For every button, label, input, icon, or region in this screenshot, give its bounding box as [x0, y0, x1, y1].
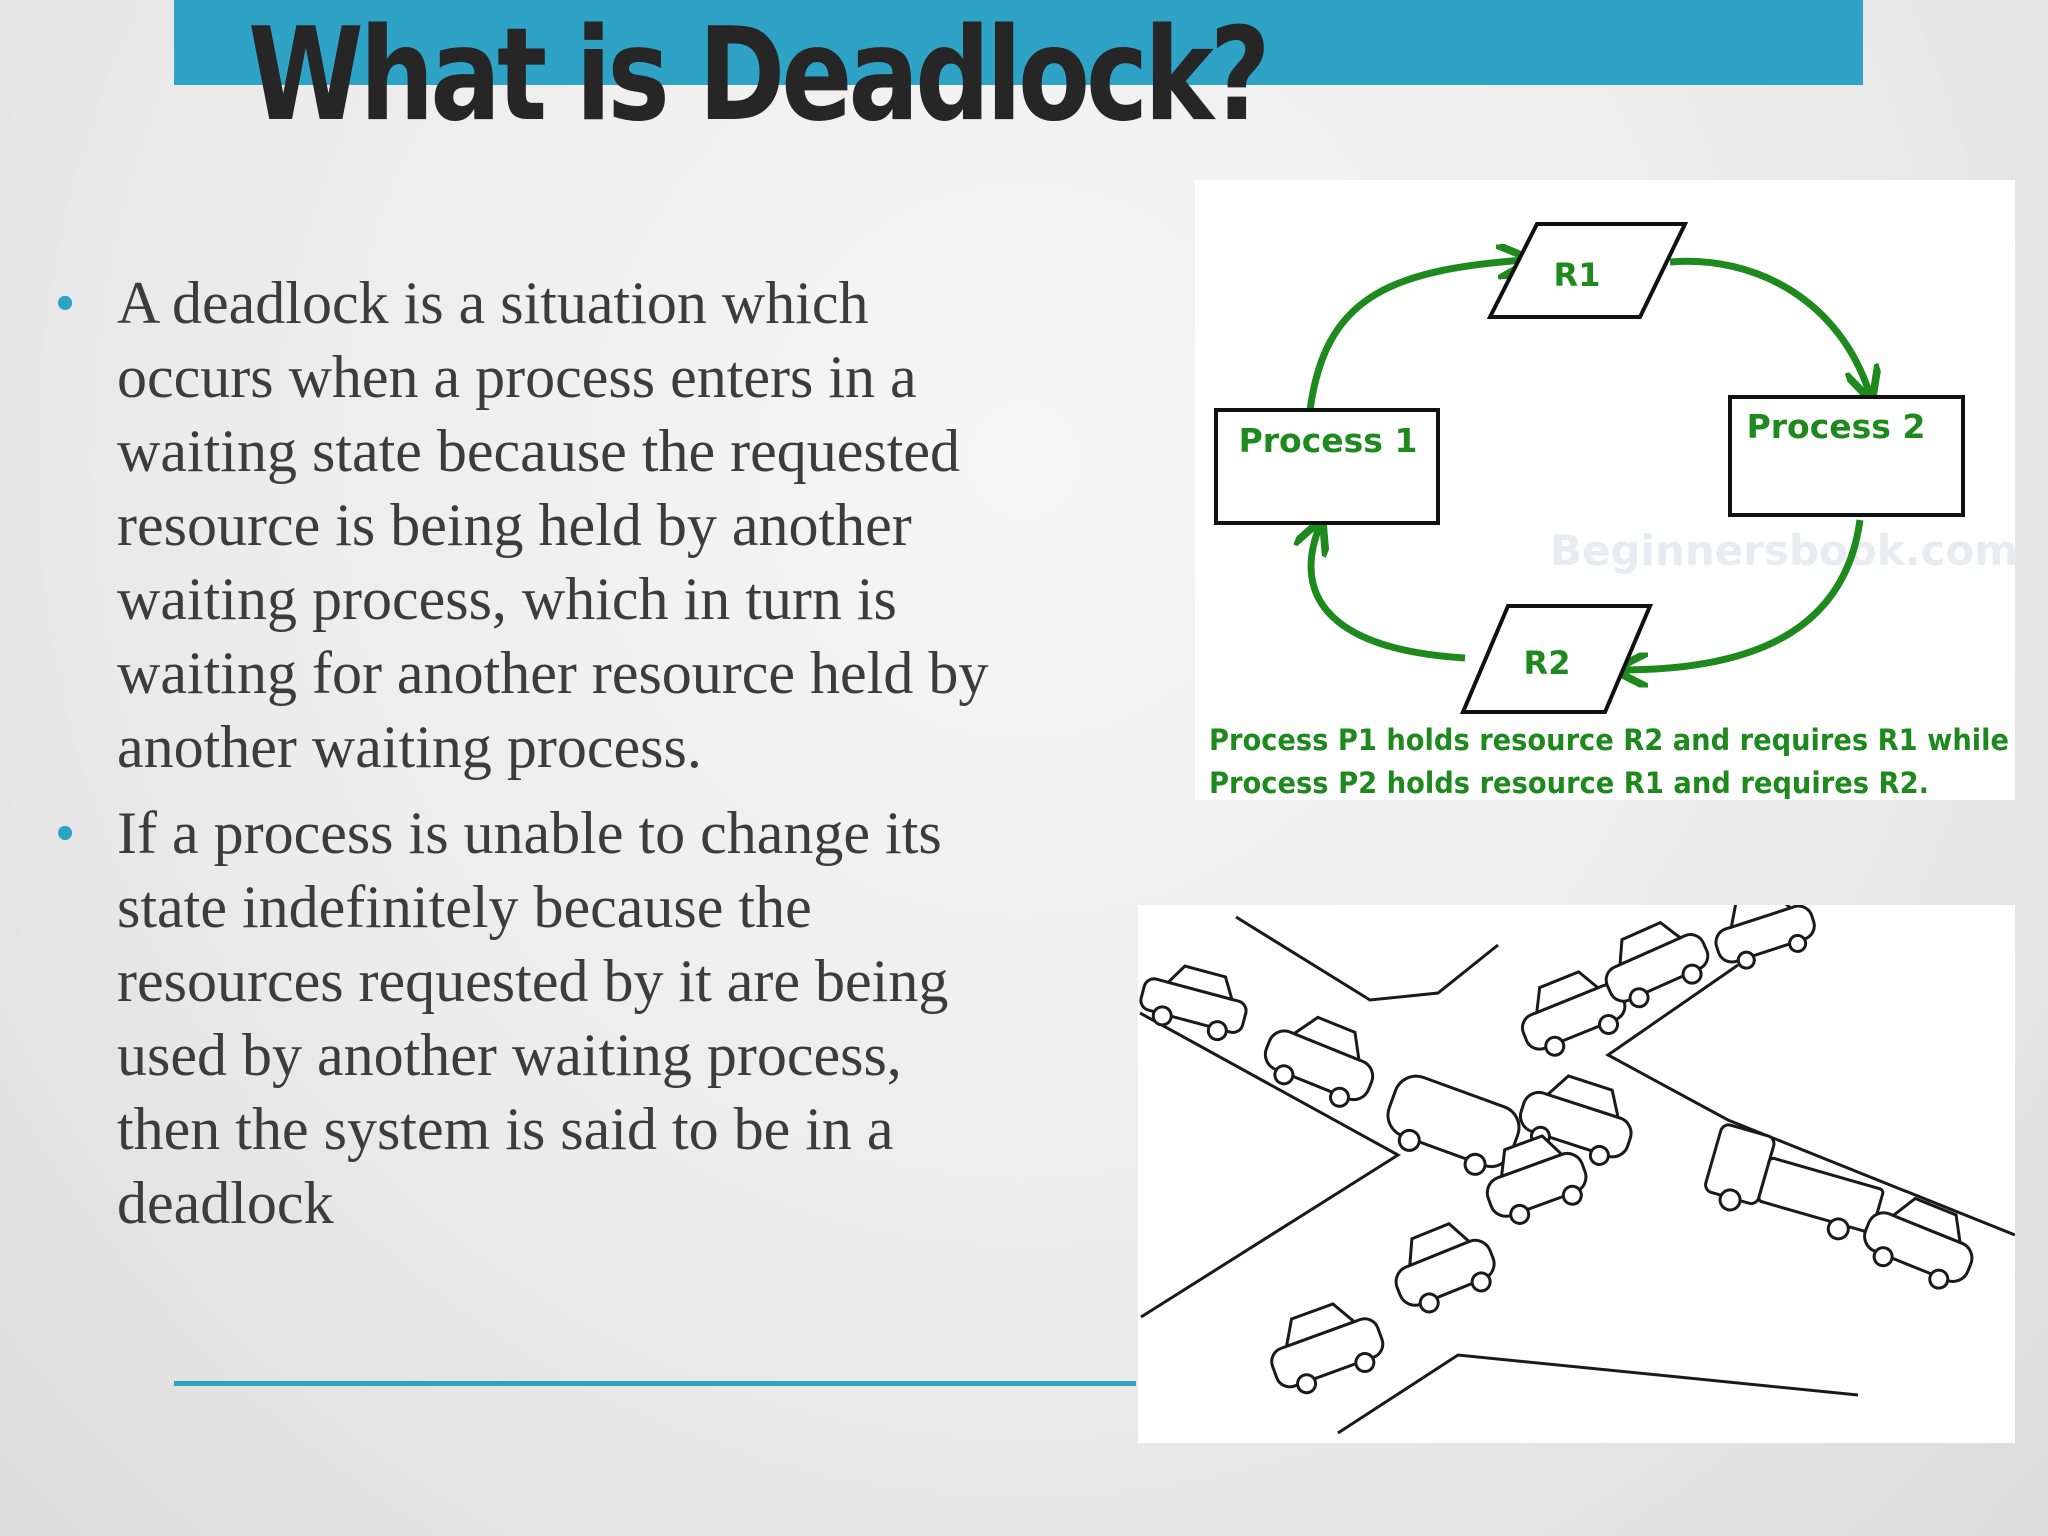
bullet-line: If a process is unable to change its: [117, 800, 942, 866]
resource-r1-label: R1: [1554, 256, 1601, 294]
diagram-caption-line: Process P2 holds resource R1 and require…: [1209, 766, 1929, 800]
diagram-watermark: Beginnersbook.com: [1550, 526, 2015, 575]
car: [1863, 1196, 1974, 1290]
bullet-item: • A deadlock is a situation which occurs…: [50, 266, 1140, 784]
bullet-line: waiting state because the requested: [117, 418, 960, 484]
process-1-label: Process 1: [1239, 421, 1418, 460]
bullet-line: then the system is said to be in a: [117, 1096, 894, 1162]
truck: [1704, 1123, 1885, 1241]
bullet-line: resources requested by it are being: [117, 948, 949, 1014]
edge-process1-requests-r1: [1306, 260, 1525, 411]
edge-r2-held-by-process1: [1311, 525, 1466, 662]
process-2-label: Process 2: [1747, 407, 1926, 446]
resource-r2-node: [1459, 604, 1654, 714]
footer-accent-line: [174, 1381, 1136, 1386]
process-1-node: [1214, 408, 1440, 525]
cars: [1139, 905, 1974, 1395]
car: [1714, 905, 1816, 970]
car: [1270, 1302, 1385, 1395]
edge-process2-requests-r2: [1620, 519, 1864, 670]
car: [1485, 1134, 1588, 1225]
bullet-list: • A deadlock is a situation which occurs…: [50, 266, 1140, 1252]
bullet-line: waiting process, which in turn is: [117, 566, 897, 632]
bullet-line: deadlock: [117, 1170, 334, 1236]
bullet-line: A deadlock is a situation which: [117, 270, 869, 336]
car: [1263, 1015, 1375, 1108]
bullet-line: state indefinitely because the: [117, 874, 812, 940]
traffic-deadlock-illustration: [1138, 905, 2015, 1443]
bullet-item: • If a process is unable to change its s…: [50, 796, 1140, 1240]
bullet-line: used by another waiting process,: [117, 1022, 902, 1088]
bullet-line: occurs when a process enters in a: [117, 344, 917, 410]
bullet-line: waiting for another resource held by: [117, 640, 989, 706]
slide-title: What is Deadlock?: [248, 1, 1271, 150]
car: [1394, 1222, 1496, 1314]
edge-r1-held-by-process2: [1669, 257, 1870, 395]
van: [1386, 1074, 1521, 1176]
bullet-line: resource is being held by another: [117, 492, 912, 558]
car: [1604, 920, 1710, 1009]
bullet-dot-icon: •: [56, 274, 75, 332]
bullet-line: another waiting process.: [117, 714, 702, 780]
process-2-node: [1728, 395, 1965, 517]
car: [1139, 964, 1248, 1042]
resource-r1-node: [1486, 222, 1689, 319]
title-accent-bar: [174, 0, 1863, 85]
diagram-caption-line: Process P1 holds resource R2 and require…: [1209, 723, 2009, 757]
deadlock-cycle-diagram: Beginnersbook.com R1 R2 Process 1 Proces…: [1195, 180, 2015, 800]
car: [1520, 970, 1627, 1057]
road-edges: [1139, 915, 2015, 1435]
resource-r2-label: R2: [1524, 644, 1571, 682]
bullet-dot-icon: •: [56, 804, 75, 862]
